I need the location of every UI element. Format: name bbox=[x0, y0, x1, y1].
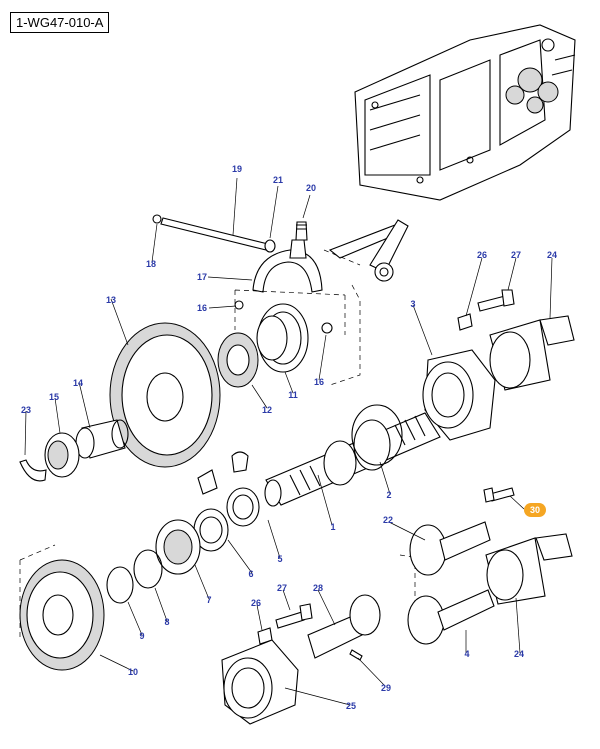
bolt-30 bbox=[483, 487, 515, 503]
roller-bearing bbox=[44, 432, 80, 478]
callout-19[interactable]: 19 bbox=[231, 164, 243, 174]
callout-20[interactable]: 20 bbox=[305, 183, 317, 193]
callout-21[interactable]: 21 bbox=[272, 175, 284, 185]
tapered-bearing-cap-a bbox=[197, 469, 218, 495]
callout-18[interactable]: 18 bbox=[145, 259, 157, 269]
callout-22[interactable]: 22 bbox=[382, 515, 394, 525]
o-ring bbox=[351, 404, 403, 466]
callout-13[interactable]: 13 bbox=[105, 295, 117, 305]
bushing-top bbox=[457, 313, 473, 331]
callout-16-lower[interactable]: 16 bbox=[313, 377, 325, 387]
synchro-sleeve bbox=[256, 303, 309, 373]
callout-9[interactable]: 9 bbox=[139, 631, 145, 641]
ball-bearing bbox=[155, 519, 201, 575]
shift-rod-assembly bbox=[152, 214, 308, 253]
callout-11[interactable]: 11 bbox=[288, 390, 298, 400]
callout-12[interactable]: 12 bbox=[261, 405, 273, 415]
leader-lines bbox=[24, 177, 553, 706]
callout-26-bottom[interactable]: 26 bbox=[250, 598, 262, 608]
bolt-top bbox=[477, 289, 515, 312]
yoke-coupler-bottom bbox=[485, 533, 573, 605]
yoke-coupler-top bbox=[489, 315, 575, 391]
callout-24-bottom[interactable]: 24 bbox=[513, 649, 525, 659]
callout-29[interactable]: 29 bbox=[380, 683, 392, 693]
output-shaft bbox=[264, 412, 441, 507]
half-clip bbox=[19, 459, 47, 482]
shift-fork bbox=[252, 219, 409, 293]
callout-25[interactable]: 25 bbox=[345, 701, 357, 711]
callout-2[interactable]: 2 bbox=[386, 490, 392, 500]
needle-bearing bbox=[75, 419, 129, 459]
transmission-housing bbox=[354, 24, 576, 201]
roll-pin bbox=[349, 649, 363, 661]
bearing-carrier bbox=[422, 349, 496, 441]
callout-10[interactable]: 10 bbox=[127, 667, 139, 677]
callout-5[interactable]: 5 bbox=[277, 554, 283, 564]
flange-shaft-lower bbox=[407, 589, 495, 645]
callout-14[interactable]: 14 bbox=[72, 378, 84, 388]
circlip-large bbox=[133, 549, 163, 589]
flange-shaft-28 bbox=[307, 594, 381, 659]
diagram-reference-code: 1-WG47-010-A bbox=[10, 12, 110, 33]
bearing-cup bbox=[226, 487, 260, 527]
callout-27-bottom[interactable]: 27 bbox=[276, 583, 288, 593]
callout-4[interactable]: 4 bbox=[464, 649, 470, 659]
callout-23[interactable]: 23 bbox=[20, 405, 32, 415]
large-gear bbox=[109, 322, 221, 468]
callout-26-top[interactable]: 26 bbox=[476, 250, 488, 260]
bottom-gear bbox=[19, 559, 105, 671]
callout-24-top[interactable]: 24 bbox=[546, 250, 558, 260]
callout-1[interactable]: 1 bbox=[330, 522, 336, 532]
callout-6[interactable]: 6 bbox=[248, 569, 254, 579]
circlip-small bbox=[106, 566, 134, 604]
bolt-bottom bbox=[275, 603, 313, 629]
callout-27-top[interactable]: 27 bbox=[510, 250, 522, 260]
flange-shaft-upper bbox=[409, 521, 491, 576]
tapered-bearing-cap-b bbox=[231, 451, 249, 473]
callout-16-upper[interactable]: 16 bbox=[196, 303, 208, 313]
callout-8[interactable]: 8 bbox=[164, 617, 170, 627]
callout-15[interactable]: 15 bbox=[48, 392, 60, 402]
callout-30-highlighted[interactable]: 30 bbox=[524, 503, 546, 517]
callout-17[interactable]: 17 bbox=[196, 272, 208, 282]
callout-3[interactable]: 3 bbox=[410, 299, 416, 309]
callout-7[interactable]: 7 bbox=[206, 595, 212, 605]
bearing-housing-25 bbox=[221, 639, 299, 725]
callout-28[interactable]: 28 bbox=[312, 583, 324, 593]
bearing-cone bbox=[193, 508, 229, 552]
synchro-gear bbox=[217, 332, 259, 388]
